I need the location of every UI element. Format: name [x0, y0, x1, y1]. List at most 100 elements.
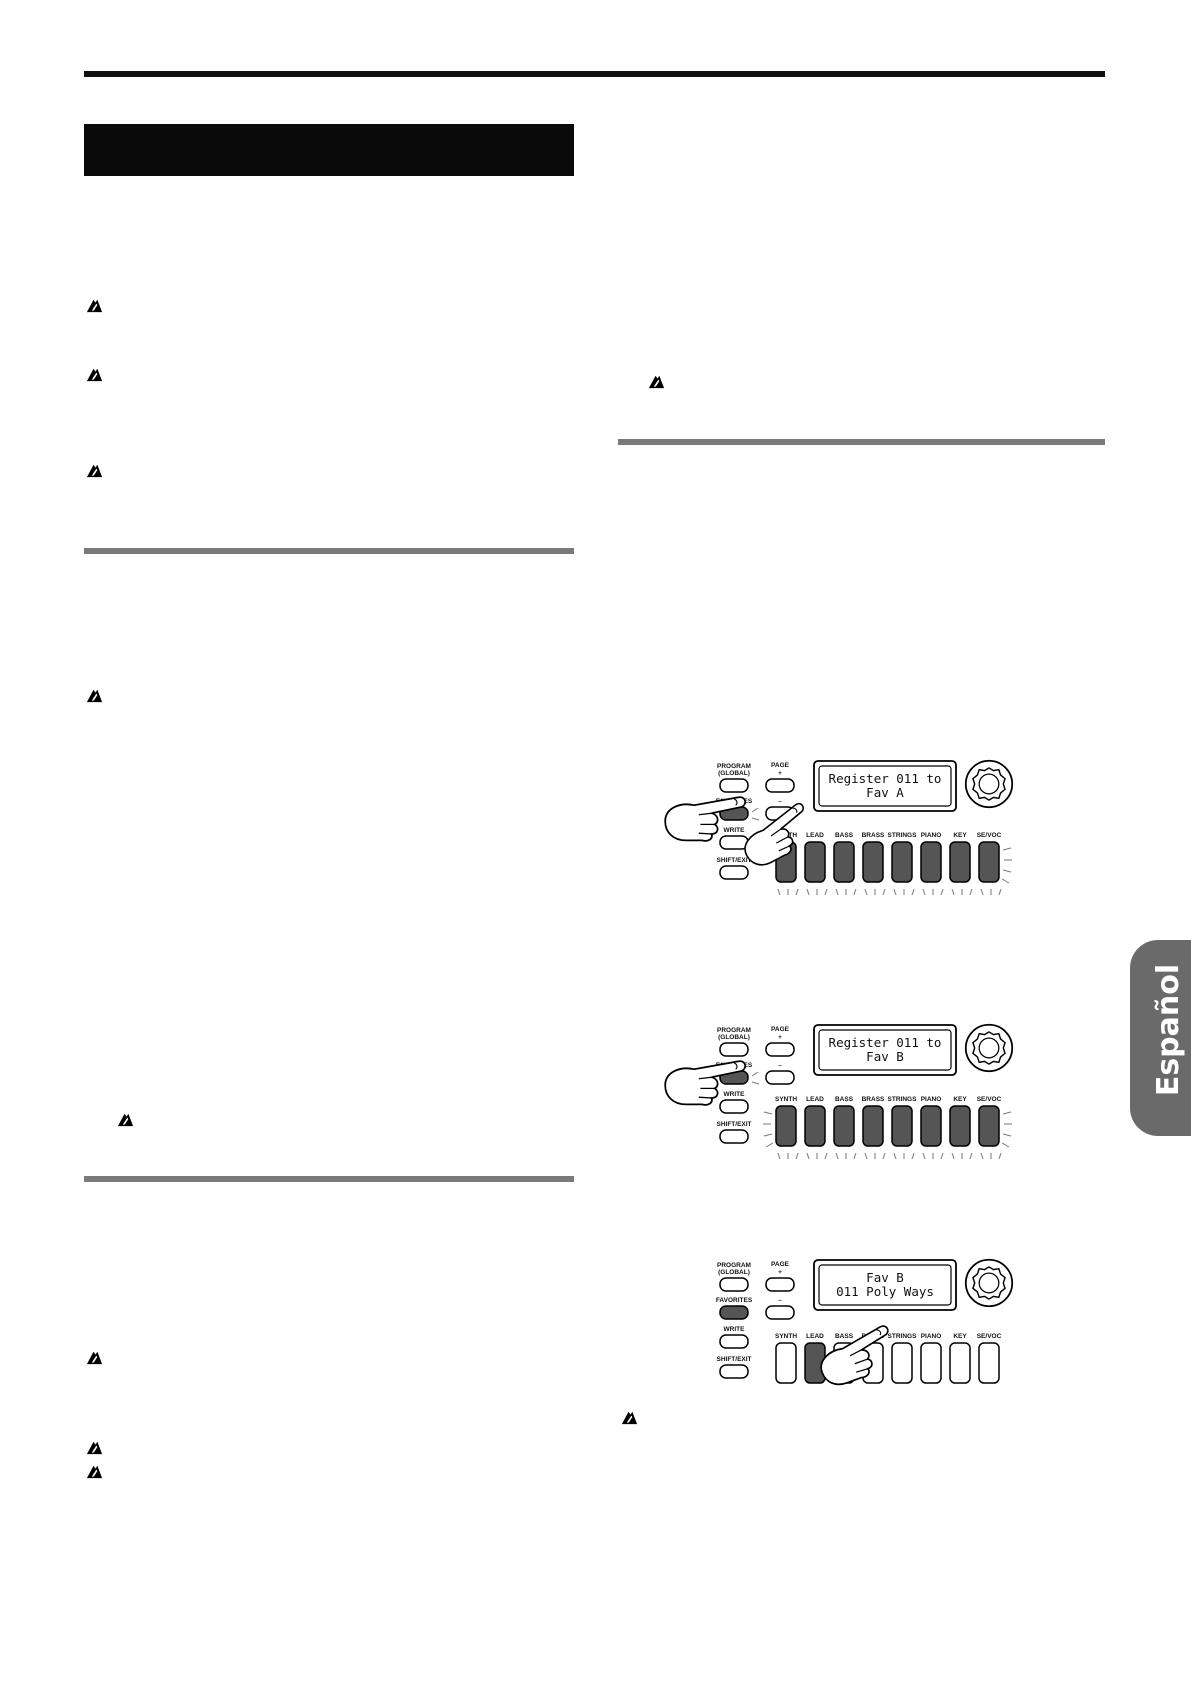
- category-button[interactable]: [891, 841, 913, 883]
- panel-figure-1: PROGRAM (GLOBAL) FAVORITES WRITE SHIFT/E…: [664, 759, 1014, 896]
- value-dial-icon[interactable]: [964, 1023, 1014, 1073]
- side-tab-label: Español: [1151, 963, 1186, 1097]
- category-button[interactable]: [804, 841, 826, 883]
- lcd-line-2: 011 Poly Ways: [836, 1284, 934, 1299]
- category-label: STRINGS: [888, 1333, 918, 1340]
- panel-figure-3: PROGRAM (GLOBAL) FAVORITES WRITE SHIFT/E…: [716, 1258, 1014, 1391]
- top-page-rule: [84, 71, 1105, 77]
- category-button[interactable]: [891, 1342, 913, 1384]
- note-icon: [85, 686, 104, 705]
- subsection-rule-3: [618, 439, 1105, 445]
- category-button[interactable]: [978, 1105, 1000, 1147]
- category-button[interactable]: [920, 1105, 942, 1147]
- page-minus-button[interactable]: [765, 1070, 795, 1085]
- category-button[interactable]: [833, 841, 855, 883]
- program-label: PROGRAM: [717, 1262, 751, 1269]
- category-label: LEAD: [806, 1333, 824, 1340]
- section-header-bar: [84, 124, 574, 176]
- category-label: BRASS: [862, 832, 885, 839]
- category-label: PIANO: [921, 1333, 942, 1340]
- category-label: KEY: [953, 1096, 967, 1103]
- shift-exit-button[interactable]: [719, 865, 749, 880]
- subsection-rule-2: [84, 1176, 574, 1182]
- value-dial-icon[interactable]: [964, 1258, 1014, 1308]
- page-minus-button[interactable]: [765, 1305, 795, 1320]
- category-button[interactable]: [862, 1105, 884, 1147]
- category-label: BASS: [835, 1333, 854, 1340]
- category-button[interactable]: [949, 1105, 971, 1147]
- category-label: LEAD: [806, 1096, 824, 1103]
- category-button[interactable]: [891, 1105, 913, 1147]
- category-label: PIANO: [921, 1096, 942, 1103]
- page-buttons: PAGE + –: [765, 1261, 795, 1320]
- lcd-display: Register 011 to Fav A: [813, 760, 957, 812]
- category-button[interactable]: [920, 1342, 942, 1384]
- shift-exit-label: SHIFT/EXIT: [716, 1121, 751, 1128]
- category-label: BASS: [835, 1096, 854, 1103]
- lcd-line-2: Fav A: [866, 785, 904, 800]
- write-button[interactable]: [719, 1334, 749, 1349]
- shift-exit-button[interactable]: [719, 1364, 749, 1379]
- write-label: WRITE: [724, 1091, 746, 1098]
- page-label: PAGE: [771, 1026, 790, 1033]
- panel-left-buttons: PROGRAM (GLOBAL) FAVORITES WRITE SHIFT/E…: [716, 1027, 753, 1144]
- value-dial-icon[interactable]: [964, 759, 1014, 809]
- category-button[interactable]: [775, 1342, 797, 1384]
- category-buttons: SYNTH LEAD BASS BRASS STRINGS PIANO KEY …: [775, 1333, 1002, 1384]
- program-label: PROGRAM: [717, 1027, 751, 1034]
- category-button[interactable]: [978, 1342, 1000, 1384]
- program-label: PROGRAM: [717, 763, 751, 770]
- note-icon: [116, 1110, 135, 1129]
- category-button[interactable]: [804, 1105, 826, 1147]
- lcd-line-2: Fav B: [866, 1049, 904, 1064]
- category-button[interactable]: [949, 841, 971, 883]
- program-button[interactable]: [719, 1277, 749, 1292]
- category-label: SE/VOC: [977, 832, 1002, 839]
- category-label: STRINGS: [888, 832, 918, 839]
- program-button[interactable]: [719, 1042, 749, 1057]
- page-minus-label: –: [778, 1297, 782, 1304]
- note-icon: [85, 1348, 104, 1367]
- shift-exit-label: SHIFT/EXIT: [716, 1356, 751, 1363]
- panel-figure-2: PROGRAM (GLOBAL) FAVORITES WRITE SHIFT/E…: [664, 1023, 1014, 1160]
- category-label: STRINGS: [888, 1096, 918, 1103]
- page-plus-button[interactable]: [765, 1042, 795, 1057]
- shift-exit-button[interactable]: [719, 1129, 749, 1144]
- page-buttons: PAGE + –: [765, 1026, 795, 1085]
- page-plus-label: +: [778, 1269, 782, 1276]
- subsection-rule-1: [84, 548, 574, 554]
- page-minus-label: –: [778, 798, 782, 805]
- category-button[interactable]: [920, 841, 942, 883]
- page-minus-label: –: [778, 1062, 782, 1069]
- category-button[interactable]: [775, 1105, 797, 1147]
- category-label: KEY: [953, 832, 967, 839]
- lcd-line-1: Register 011 to: [829, 1035, 942, 1050]
- category-label: LEAD: [806, 832, 824, 839]
- write-label: WRITE: [724, 827, 746, 834]
- program-button[interactable]: [719, 778, 749, 793]
- page-plus-button[interactable]: [765, 778, 795, 793]
- page-plus-label: +: [778, 1034, 782, 1041]
- note-icon: [85, 296, 104, 315]
- write-button[interactable]: [719, 1099, 749, 1114]
- write-button[interactable]: [719, 835, 749, 850]
- lcd-line-1: Fav B: [866, 1270, 904, 1285]
- note-icon: [85, 1462, 104, 1481]
- category-button[interactable]: [833, 1105, 855, 1147]
- global-label: (GLOBAL): [718, 1269, 750, 1276]
- page-plus-label: +: [778, 770, 782, 777]
- language-side-tab: Español: [1130, 940, 1191, 1136]
- note-icon: [620, 1408, 639, 1427]
- category-label: SE/VOC: [977, 1333, 1002, 1340]
- category-button[interactable]: [978, 841, 1000, 883]
- category-button[interactable]: [949, 1342, 971, 1384]
- note-icon: [85, 1438, 104, 1457]
- global-label: (GLOBAL): [718, 770, 750, 777]
- favorites-button[interactable]: [719, 1305, 749, 1320]
- page-label: PAGE: [771, 762, 790, 769]
- category-label: SE/VOC: [977, 1096, 1002, 1103]
- page-plus-button[interactable]: [765, 1277, 795, 1292]
- page-label: PAGE: [771, 1261, 790, 1268]
- favorites-label: FAVORITES: [716, 1297, 753, 1304]
- category-button[interactable]: [862, 841, 884, 883]
